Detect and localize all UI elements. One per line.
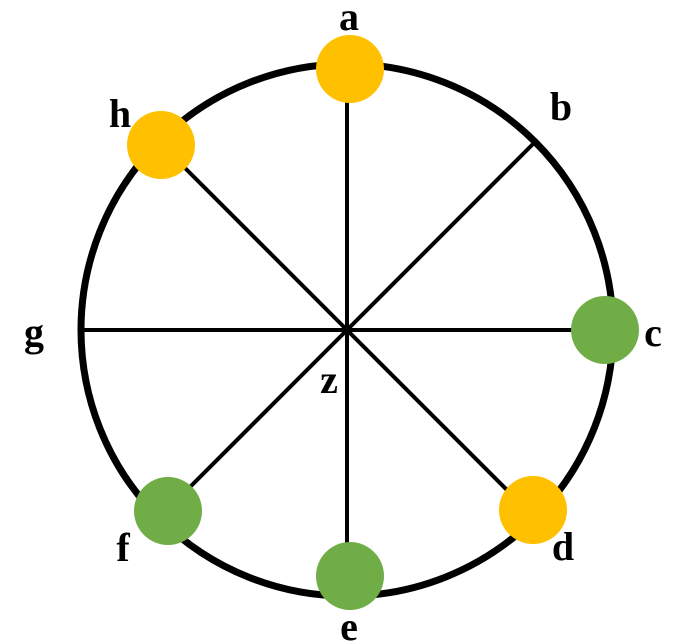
spoke-b	[345, 140, 537, 332]
label-d: d	[552, 524, 574, 569]
labels: a b c d e f g h z	[24, 0, 662, 644]
label-a: a	[339, 0, 359, 39]
marker-a	[316, 35, 384, 103]
markers	[127, 35, 639, 610]
label-c: c	[644, 310, 662, 355]
label-e: e	[340, 604, 358, 644]
marker-d	[499, 476, 567, 544]
label-b: b	[550, 84, 572, 129]
spoke-h	[157, 140, 349, 332]
label-h: h	[109, 91, 131, 136]
label-center-z: z	[320, 357, 338, 402]
label-g: g	[24, 310, 44, 355]
label-f: f	[116, 525, 130, 570]
marker-h	[127, 111, 195, 179]
spoke-d	[345, 328, 537, 520]
marker-e	[316, 542, 384, 610]
marker-c	[571, 296, 639, 364]
spokes	[81, 64, 613, 596]
marker-f	[134, 477, 202, 545]
